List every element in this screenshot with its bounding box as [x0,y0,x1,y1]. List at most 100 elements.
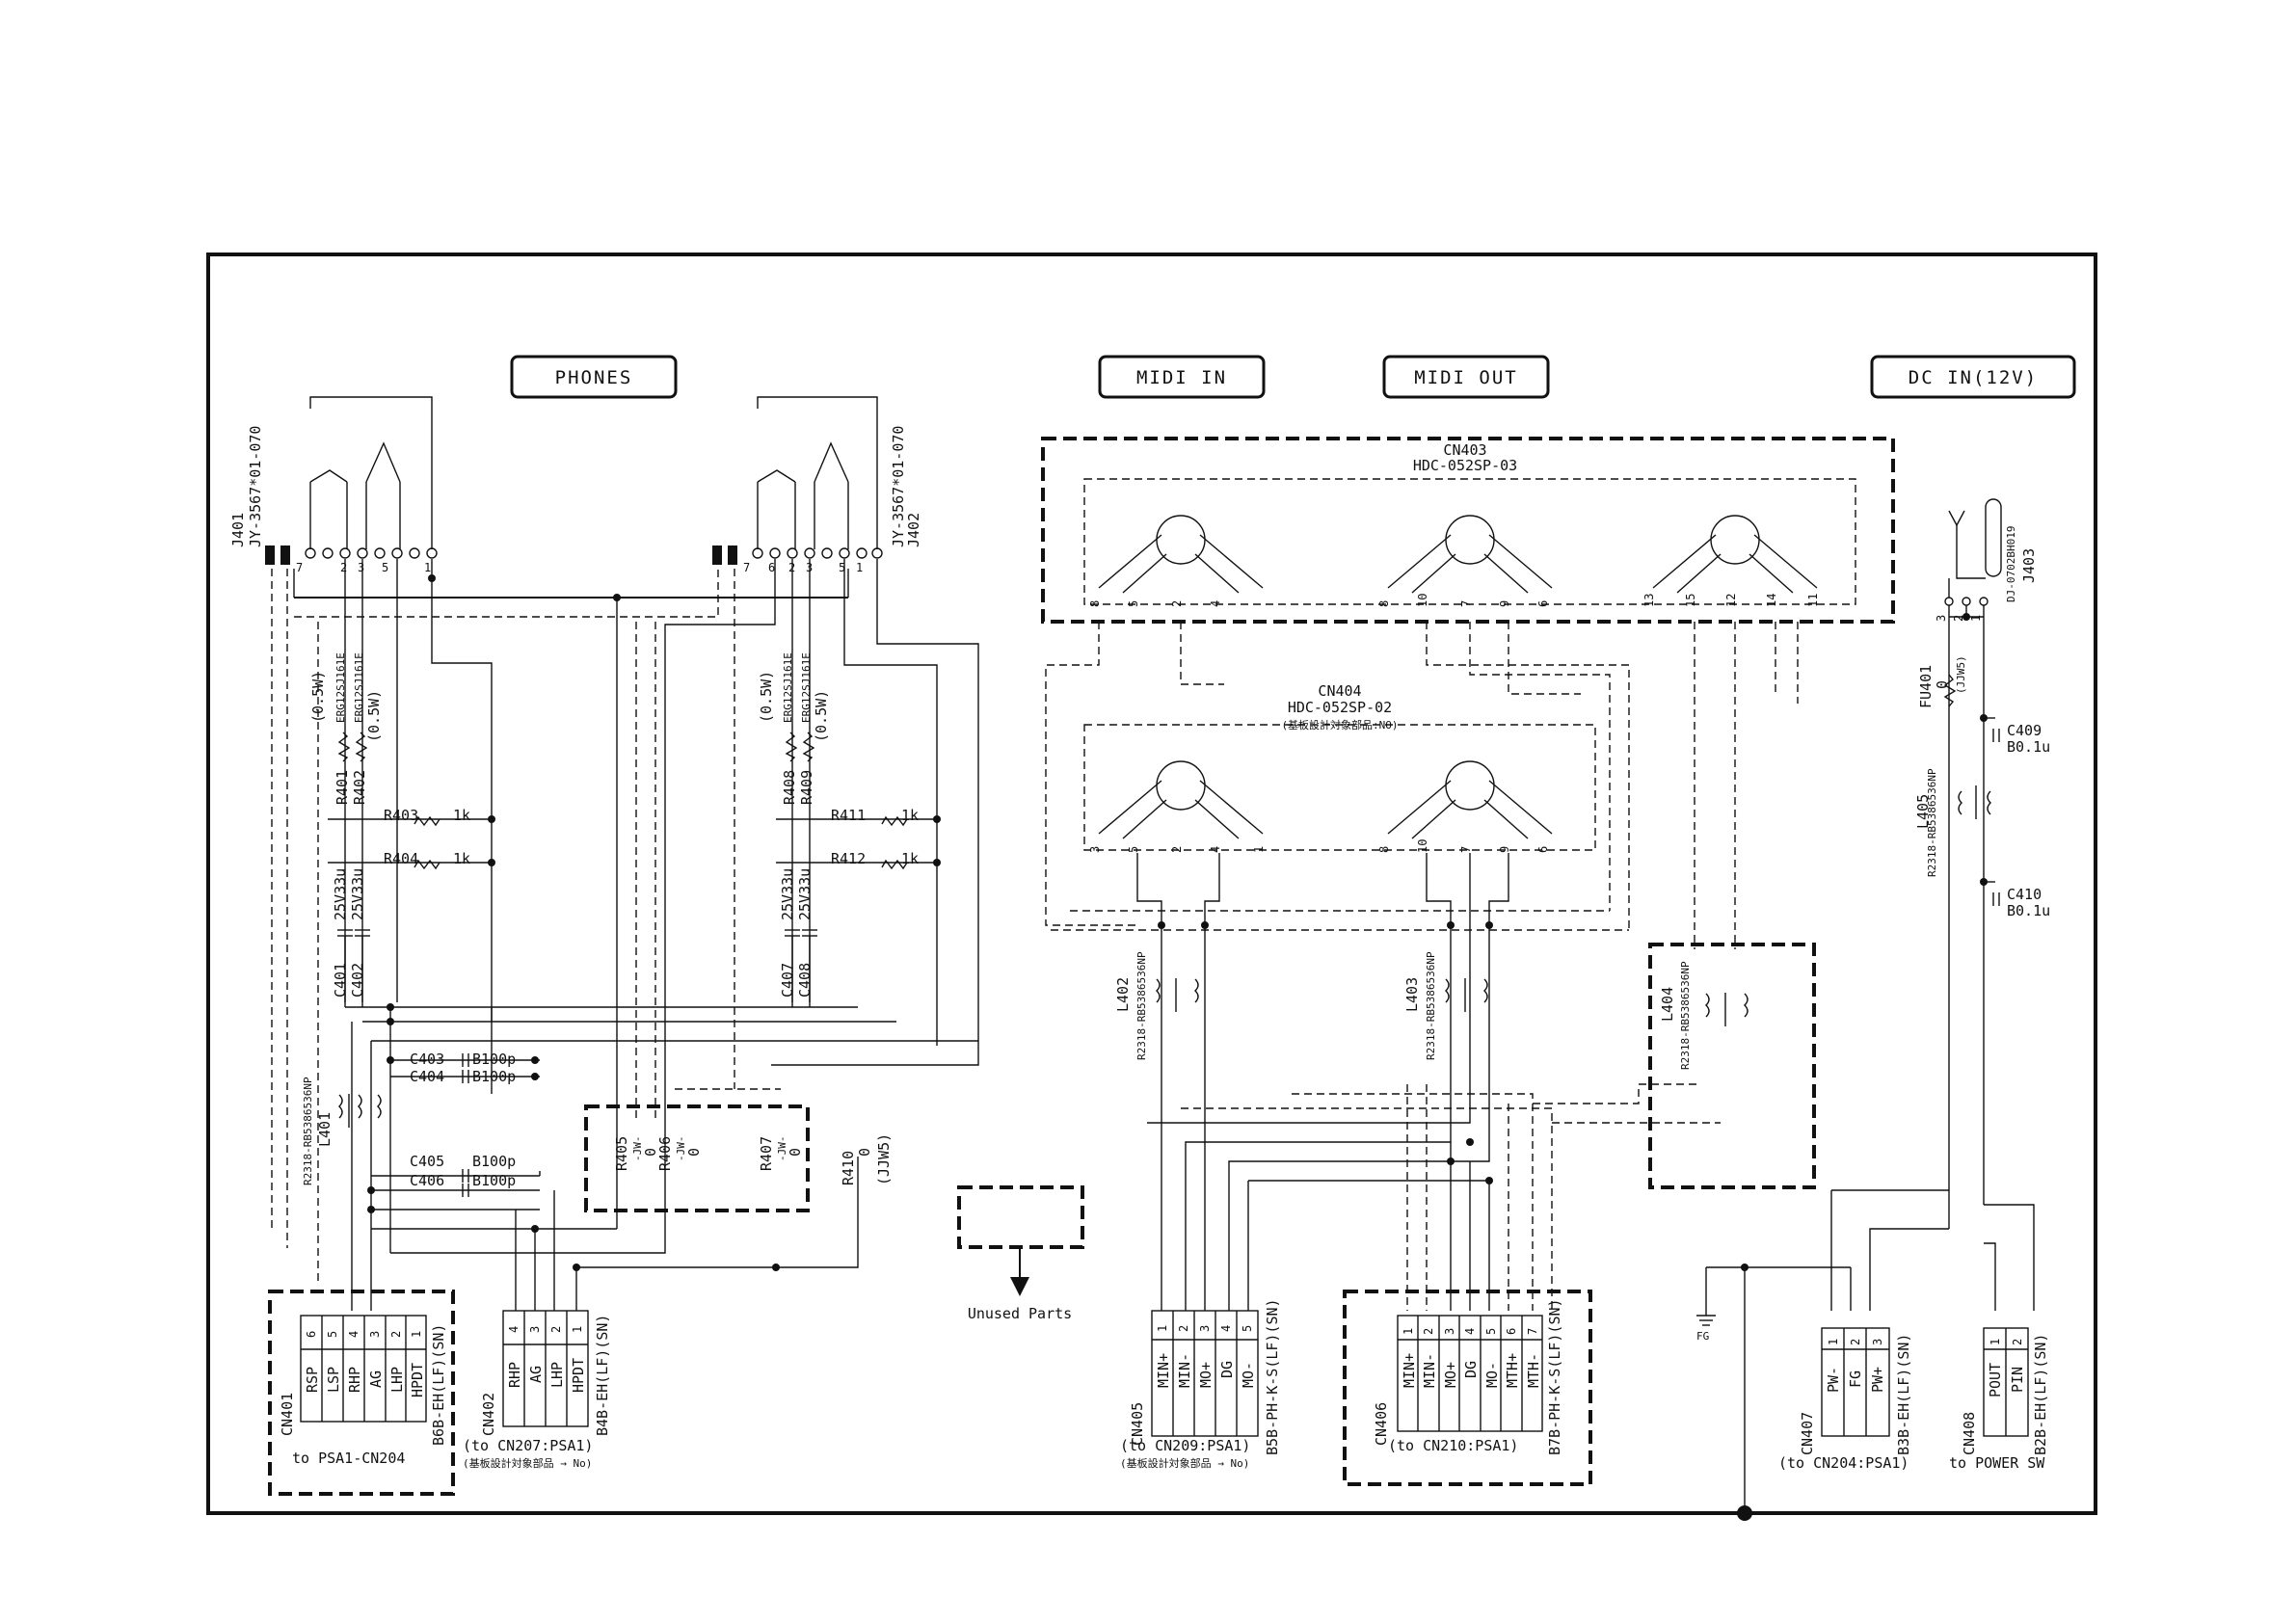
r402-ref: R402 [351,770,368,805]
cn403-box [1041,437,1895,624]
r411-value: 1k [901,807,919,824]
cn402-pin-num: 4 [507,1326,521,1333]
cn408-pin-num: 1 [1989,1339,2002,1345]
svg-text:PHONES: PHONES [555,367,633,388]
j402-pin-label: 6 [768,561,775,574]
j403-part: DJ-0702BH019 [2005,526,2017,602]
cn405-pin-num: 4 [1219,1325,1233,1332]
cn405-pin-name: MO- [1240,1362,1257,1388]
cn406-pin-num: 1 [1402,1328,1415,1335]
svg-text:DC IN(12V): DC IN(12V) [1909,367,2038,388]
cn402-pin-name: HPDT [570,1358,587,1393]
cn408-destination: to POWER SW [1949,1454,2045,1472]
cn406-pin-num: 5 [1484,1328,1498,1335]
cn407-pin-name: PW+ [1869,1367,1886,1393]
r407-jw: -JW- [776,1136,788,1162]
r407-ref: R407 [758,1136,775,1171]
cn408-pin-num: 2 [2011,1339,2024,1345]
j402-part: JY-3567*01-070 [890,426,907,547]
l402-part: R2318-RB5386536NP [1135,951,1148,1060]
cn408-ref: CN408 [1961,1412,1978,1455]
cn408-pin-name: POUT [1987,1363,2004,1397]
cn401-pin-name: LSP [325,1367,342,1393]
c407-value: 25V33u [779,868,796,920]
cn407-pin-num: 3 [1871,1339,1884,1345]
cn405-part: B5B-PH-K-S(LF)(SN) [1264,1298,1281,1455]
schematic-frame [206,253,2097,1515]
jack-j401 [265,396,438,565]
r409-watt: (0.5W) [813,690,830,742]
cn406-pin-num: 4 [1463,1328,1477,1335]
din-socket-cn403-c [1652,515,1818,594]
cn404-b-pin: 10 [1416,839,1429,853]
header-cn405 [1151,1310,1259,1437]
r401-part: ERG12SJ161E [334,652,347,723]
header-cn406 [1397,1315,1543,1432]
cn403-a-pin: 4 [1209,600,1222,607]
cn401-pin-num: 1 [410,1331,423,1338]
cn408-part: B2B-EH(LF)(SN) [2032,1334,2049,1455]
cn404-a-pin: 1 [1252,846,1266,853]
cn407-destination: (to CN204:PSA1) [1778,1454,1909,1472]
cn406-part: B7B-PH-K-S(LF)(SN) [1546,1298,1563,1455]
j403-pin: 1 [1969,615,1983,622]
r411-ref: R411 [831,807,866,824]
r408-watt: (0.5W) [758,671,775,723]
j401-pin-label: 7 [296,561,303,574]
phones-wiring [271,559,979,1282]
cn403-a-pin: 8 [1088,600,1102,607]
inductor-l401 [338,1094,382,1128]
r404-value: 1k [453,850,470,867]
section-label-phones: PHONES [510,355,678,399]
cn406-destination: (to CN210:PSA1) [1388,1437,1518,1454]
cn401-pin-name: AG [367,1370,385,1388]
cn403-a-pin: 5 [1127,600,1140,607]
r405-jw: -JW- [631,1136,644,1162]
section-label-dc-in: DC IN(12V) [1870,355,2076,399]
unused-box-r405-r407 [584,1104,810,1212]
cn401-pin-num: 6 [305,1331,318,1338]
header-cn401 [300,1315,427,1423]
cn402-pin-name: RHP [506,1362,523,1388]
cn402-part: B4B-EH(LF)(SN) [594,1315,611,1436]
cn408-pin-name: PIN [2009,1367,2026,1393]
cn401-pin-num: 5 [326,1331,339,1338]
section-label-midi-in: MIDI IN [1098,355,1266,399]
r401-ref: R401 [334,770,351,805]
cn404-note: (基板設計対象部品:NO) [1281,718,1398,732]
cn404-a-pin: 3 [1088,846,1102,853]
header-cn402 [502,1310,589,1427]
cn404-a-pin: 5 [1127,846,1140,853]
unused-parts-label: Unused Parts [968,1305,1072,1322]
phones-lower-wiring [345,1003,978,1311]
cn403-c-pin: 11 [1806,594,1820,607]
r406-ref: R406 [656,1136,674,1171]
cn402-pin-num: 3 [528,1326,542,1333]
cn402-ref: CN402 [480,1393,497,1436]
cn405-destination: (to CN209:PSA1) [1120,1437,1250,1454]
cn407-pin-name: PW- [1825,1367,1842,1393]
cn406-pin-name: MIN+ [1401,1353,1418,1388]
l404-ref: L404 [1659,987,1676,1022]
cn405-pin-num: 3 [1198,1325,1212,1332]
j401-pin-label: 1 [424,561,431,574]
cn406-pin-name: MIN- [1421,1353,1438,1388]
cn404-part: HDC-052SP-02 [1288,699,1392,716]
r410-part: (JJW5) [875,1133,893,1185]
r402-watt: (0.5W) [365,690,383,742]
r403-value: 1k [453,807,470,824]
c403-value: B100p [472,1051,516,1068]
r406-jw: -JW- [675,1136,687,1162]
midi-wiring [1045,622,1799,1311]
cn401-pin-name: RSP [304,1367,321,1393]
fu401-value: 0 [1934,680,1951,689]
cn403-ref: CN403 [1443,441,1486,459]
c404-value: B100p [472,1068,516,1085]
cn402-destination: (to CN207:PSA1) [463,1437,593,1454]
fu401-part: (JJW5) [1955,655,1967,694]
r412-value: 1k [901,850,919,867]
j402-pin-label: 1 [856,561,863,574]
cn402-note: (基板設計対象部品 → No) [463,1456,592,1470]
cn401-pin-num: 2 [389,1331,403,1338]
